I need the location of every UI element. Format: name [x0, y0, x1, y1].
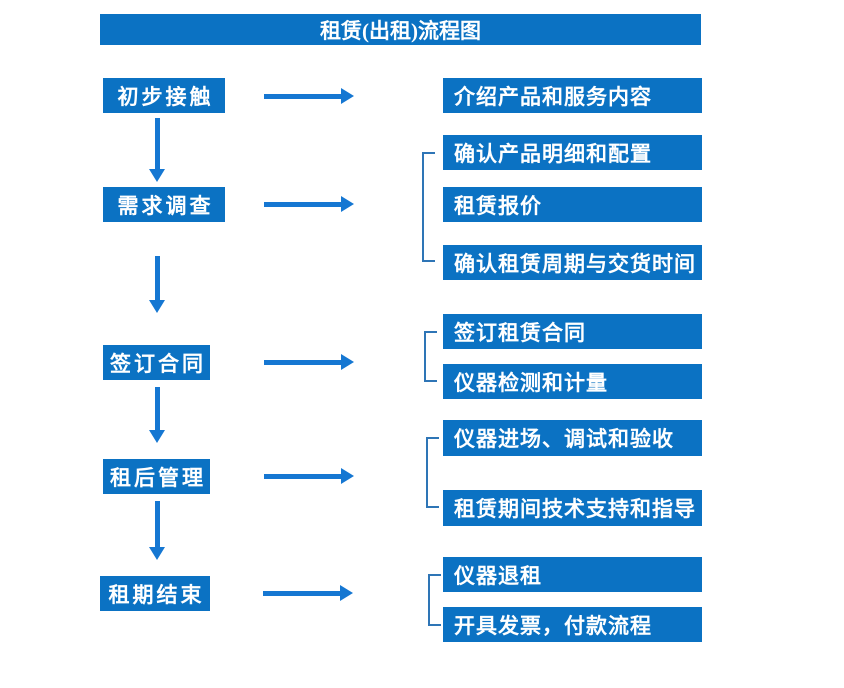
stage-box-initial-contact: 初步接触: [103, 78, 225, 113]
arrow-head: [341, 468, 354, 484]
page-title: 租赁(出租)流程图: [320, 18, 481, 43]
arrow-head: [341, 196, 354, 212]
group-bracket-icon: [428, 574, 441, 626]
arrow-down-icon: [149, 118, 165, 182]
group-bracket-icon: [426, 437, 439, 508]
group-bracket-icon: [422, 152, 435, 262]
output-box-confirm-rental-period: 确认租赁周期与交货时间: [443, 245, 702, 280]
arrow-shaft: [155, 256, 160, 302]
arrow-down-icon: [149, 387, 165, 443]
stage-box-sign-contract: 签订合同: [103, 345, 210, 380]
arrow-head: [149, 547, 165, 560]
arrow-head: [341, 354, 354, 370]
arrow-down-icon: [149, 501, 165, 560]
arrow-shaft: [263, 591, 341, 596]
output-box-sign-rental-contract: 签订租赁合同: [443, 314, 702, 349]
stage-box-rental-end: 租期结束: [100, 576, 210, 611]
arrow-shaft: [155, 501, 160, 549]
arrow-shaft: [264, 202, 342, 207]
output-box-technical-support: 租赁期间技术支持和指导: [443, 490, 702, 526]
arrow-right-icon: [263, 585, 353, 601]
output-box-instrument-return: 仪器退租: [443, 557, 702, 592]
output-box-instrument-installation: 仪器进场、调试和验收: [443, 420, 702, 456]
arrow-right-icon: [264, 196, 354, 212]
title-bar: 租赁(出租)流程图: [100, 14, 701, 45]
arrow-shaft: [155, 387, 160, 432]
arrow-shaft: [155, 118, 160, 171]
arrow-shaft: [264, 360, 342, 365]
output-box-invoice-payment: 开具发票，付款流程: [443, 607, 702, 642]
stage-box-demand-survey: 需求调查: [103, 187, 225, 222]
arrow-down-icon: [149, 256, 165, 313]
output-box-introduce-products: 介绍产品和服务内容: [443, 78, 702, 113]
arrow-head: [149, 169, 165, 182]
arrow-head: [149, 300, 165, 313]
arrow-head: [149, 430, 165, 443]
arrow-shaft: [264, 474, 342, 479]
stage-box-post-rental-management: 租后管理: [103, 459, 210, 494]
output-box-instrument-testing: 仪器检测和计量: [443, 364, 702, 399]
output-box-confirm-product-details: 确认产品明细和配置: [443, 135, 702, 170]
arrow-right-icon: [264, 354, 354, 370]
arrow-right-icon: [264, 88, 354, 104]
arrow-head: [340, 585, 353, 601]
arrow-head: [341, 88, 354, 104]
output-box-rental-quotation: 租赁报价: [443, 187, 702, 222]
group-bracket-icon: [424, 331, 437, 382]
arrow-right-icon: [264, 468, 354, 484]
arrow-shaft: [264, 94, 342, 99]
